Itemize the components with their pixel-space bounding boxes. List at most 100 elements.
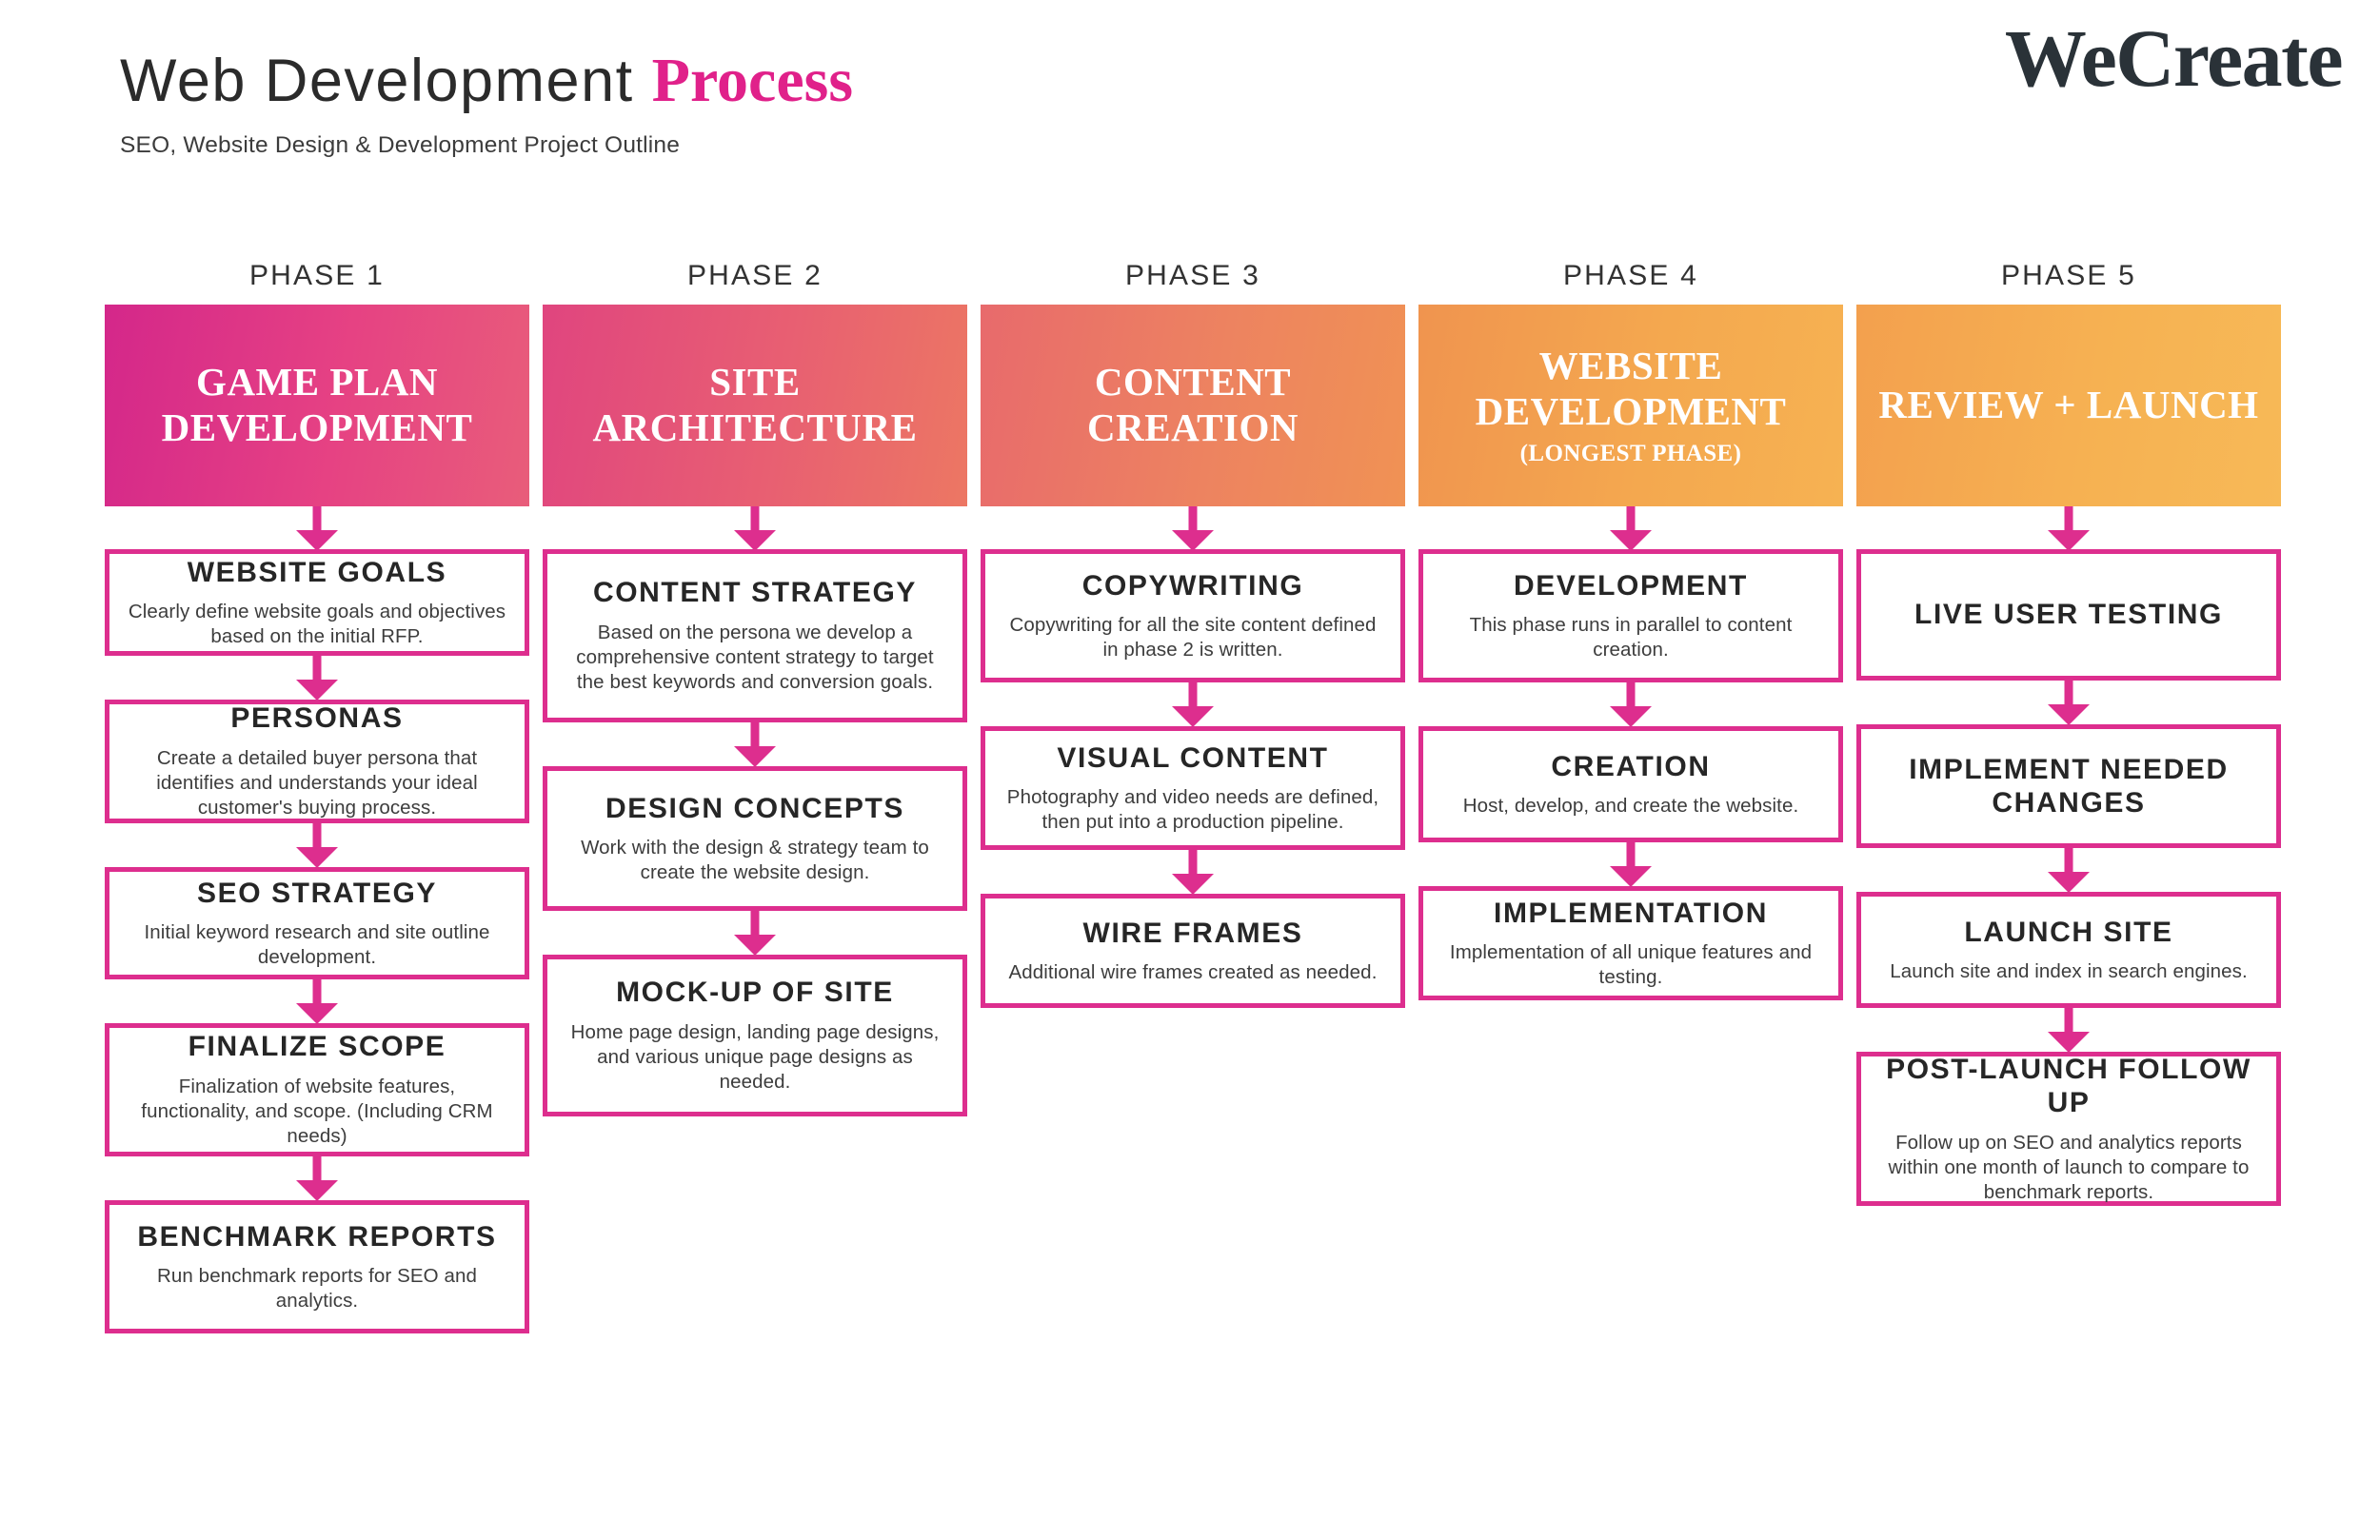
arrow-stem bbox=[312, 656, 322, 681]
step-title: WIRE FRAMES bbox=[1082, 917, 1303, 949]
arrow-stem bbox=[750, 722, 760, 748]
flow-arrow-down-icon bbox=[105, 656, 529, 701]
step-box[interactable]: WIRE FRAMES Additional wire frames create… bbox=[981, 894, 1405, 1008]
flow-arrow-down-icon bbox=[105, 979, 529, 1024]
flow-arrow-down-icon bbox=[543, 911, 967, 956]
step-box[interactable]: POST-LAUNCH FOLLOW UP Follow up on SEO an… bbox=[1856, 1052, 2281, 1206]
arrow-head bbox=[2048, 704, 2090, 725]
step-title: IMPLEMENT NEEDED CHANGES bbox=[1909, 753, 2229, 819]
flow-arrow-down-icon bbox=[981, 850, 1405, 895]
step-title: DEVELOPMENT bbox=[1514, 569, 1748, 602]
arrow-stem bbox=[312, 979, 322, 1005]
step-title: VISUAL CONTENT bbox=[1057, 741, 1329, 774]
page-title: Web Development Process bbox=[120, 49, 2262, 112]
arrow-stem bbox=[312, 506, 322, 532]
step-description: Implementation of all unique features an… bbox=[1449, 940, 1813, 989]
step-title: CREATION bbox=[1551, 750, 1711, 782]
step-description: Finalization of website features, functi… bbox=[141, 1075, 493, 1148]
step-title: COPYWRITING bbox=[1081, 569, 1304, 602]
flow-arrow-down-icon bbox=[1418, 682, 1843, 727]
flow-arrow-down-icon bbox=[1856, 848, 2281, 893]
wecreate-logo: WeCreate bbox=[2004, 12, 2344, 104]
phase-banner[interactable]: SITE ARCHITECTURE bbox=[543, 305, 967, 506]
step-description: Additional wire frames created as needed… bbox=[1008, 961, 1378, 984]
phase-label: PHASE 3 bbox=[1124, 260, 1261, 291]
phase-columns: PHASE 1 GAME PLAN DEVELOPMENT WEBSITE GOAL… bbox=[0, 255, 2380, 1521]
step-description: Host, develop, and create the website. bbox=[1462, 795, 1799, 818]
flow-arrow-down-icon bbox=[981, 682, 1405, 727]
flow-arrow-down-icon bbox=[1418, 506, 1843, 551]
phase-column-1: PHASE 1 GAME PLAN DEVELOPMENT WEBSITE GOAL… bbox=[105, 255, 529, 1333]
step-description: Work with the design & strategy team to … bbox=[581, 836, 929, 884]
arrow-stem bbox=[2064, 506, 2073, 532]
phase-banner[interactable]: GAME PLAN DEVELOPMENT bbox=[105, 305, 529, 506]
phase-column-2: PHASE 2 SITE ARCHITECTURE CONTENT STRATEGY… bbox=[543, 255, 967, 1116]
arrow-head bbox=[296, 1180, 338, 1201]
arrow-stem bbox=[1188, 682, 1198, 708]
step-box[interactable]: CREATION Host, develop, and create the we… bbox=[1418, 726, 1843, 842]
arrow-stem bbox=[2064, 1008, 2073, 1034]
phase-banner-title: CONTENT CREATION bbox=[1087, 360, 1299, 449]
arrow-head bbox=[1610, 866, 1652, 887]
step-box[interactable]: SEO STRATEGY Initial keyword research and… bbox=[105, 867, 529, 979]
arrow-head bbox=[2048, 872, 2090, 893]
arrow-stem bbox=[2064, 848, 2073, 874]
phase-label: PHASE 2 bbox=[686, 260, 823, 291]
phase-label: PHASE 1 bbox=[248, 260, 386, 291]
phase-banner-title: REVIEW + LAUNCH bbox=[1878, 383, 2259, 427]
phase-banner[interactable]: CONTENT CREATION bbox=[981, 305, 1405, 506]
flow-arrow-down-icon bbox=[105, 506, 529, 551]
step-description: Initial keyword research and site outlin… bbox=[144, 920, 490, 969]
step-title: SEO STRATEGY bbox=[196, 877, 437, 909]
step-box[interactable]: LIVE USER TESTING bbox=[1856, 549, 2281, 681]
phase-banner[interactable]: REVIEW + LAUNCH bbox=[1856, 305, 2281, 506]
phase-label: PHASE 4 bbox=[1562, 260, 1699, 291]
phase-banner-title: SITE ARCHITECTURE bbox=[592, 360, 918, 449]
flow-arrow-down-icon bbox=[543, 506, 967, 551]
step-title: LAUNCH SITE bbox=[1964, 916, 2173, 948]
step-title: CONTENT STRATEGY bbox=[592, 577, 918, 609]
flow-arrow-down-icon bbox=[981, 506, 1405, 551]
step-box[interactable]: VISUAL CONTENT Photography and video need… bbox=[981, 726, 1405, 850]
arrow-stem bbox=[750, 506, 760, 532]
page-title-accent: Process bbox=[651, 46, 853, 115]
step-description: Photography and video needs are defined,… bbox=[1006, 785, 1379, 834]
phase-banner-title: GAME PLAN DEVELOPMENT bbox=[161, 360, 473, 449]
page-subtitle: SEO, Website Design & Development Projec… bbox=[120, 132, 681, 158]
step-title: IMPLEMENTATION bbox=[1494, 897, 1768, 929]
flow-arrow-down-icon bbox=[105, 823, 529, 868]
arrow-stem bbox=[1626, 842, 1636, 868]
step-box[interactable]: IMPLEMENTATION Implementation of all uniq… bbox=[1418, 886, 1843, 1000]
arrow-head bbox=[2048, 530, 2090, 551]
arrow-stem bbox=[312, 823, 322, 849]
step-description: Follow up on SEO and analytics reports w… bbox=[1888, 1131, 2250, 1204]
arrow-stem bbox=[2064, 681, 2073, 706]
arrow-stem bbox=[1626, 506, 1636, 532]
step-box[interactable]: FINALIZE SCOPE Finalization of website fe… bbox=[105, 1023, 529, 1156]
phase-label: PHASE 5 bbox=[2000, 260, 2137, 291]
phase-banner-note: (LONGEST PHASE) bbox=[1519, 441, 1742, 467]
flow-arrow-down-icon bbox=[1418, 842, 1843, 887]
arrow-stem bbox=[1188, 850, 1198, 876]
arrow-stem bbox=[1626, 682, 1636, 708]
arrow-head bbox=[1172, 706, 1214, 727]
step-box[interactable]: IMPLEMENT NEEDED CHANGES bbox=[1856, 724, 2281, 848]
step-description: Run benchmark reports for SEO and analyt… bbox=[156, 1264, 477, 1313]
step-title: FINALIZE SCOPE bbox=[188, 1031, 446, 1063]
arrow-head bbox=[1172, 874, 1214, 895]
step-title: PERSONAS bbox=[230, 702, 404, 735]
arrow-head bbox=[734, 935, 776, 956]
phase-banner[interactable]: WEBSITE DEVELOPMENT(LONGEST PHASE) bbox=[1418, 305, 1843, 506]
step-title: POST-LAUNCH FOLLOW UP bbox=[1886, 1053, 2251, 1119]
